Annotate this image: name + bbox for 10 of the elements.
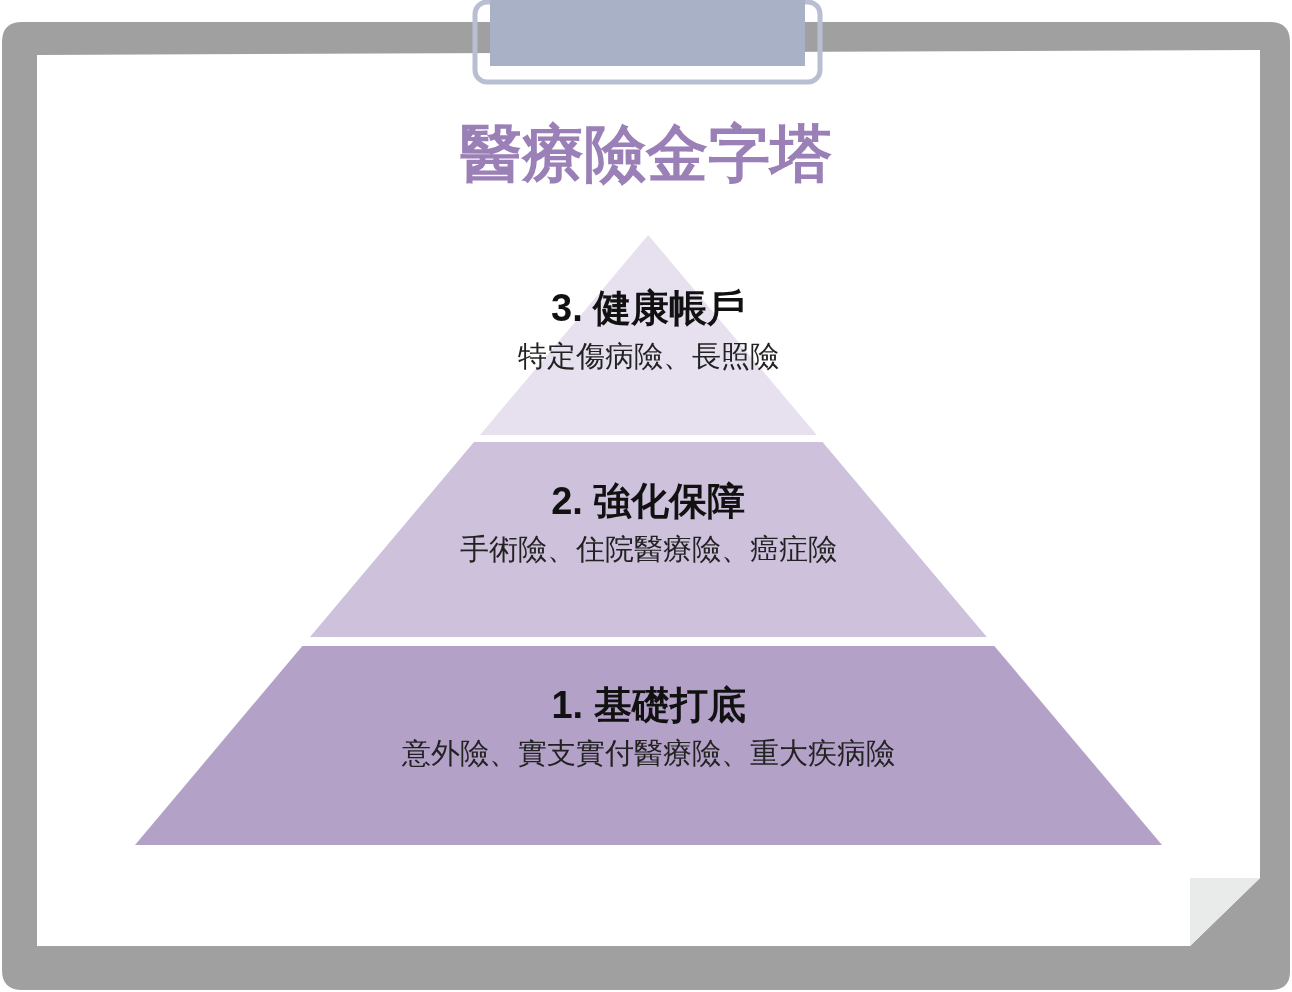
pyramid-tier xyxy=(135,646,1162,845)
tier-heading: 1. 基礎打底 xyxy=(551,683,746,728)
title: 醫療險金字塔 xyxy=(459,118,833,190)
tier-heading: 2. 強化保障 xyxy=(551,479,746,524)
pyramid-tier xyxy=(309,442,987,637)
tier-description: 手術險、住院醫療險、癌症險 xyxy=(459,532,837,567)
tier-description: 特定傷病險、長照險 xyxy=(517,339,779,374)
pyramid-tier xyxy=(479,235,817,435)
tier-description: 意外險、實支實付醫療險、重大疾病險 xyxy=(402,736,895,771)
tier-heading: 3. 健康帳戶 xyxy=(551,286,746,331)
